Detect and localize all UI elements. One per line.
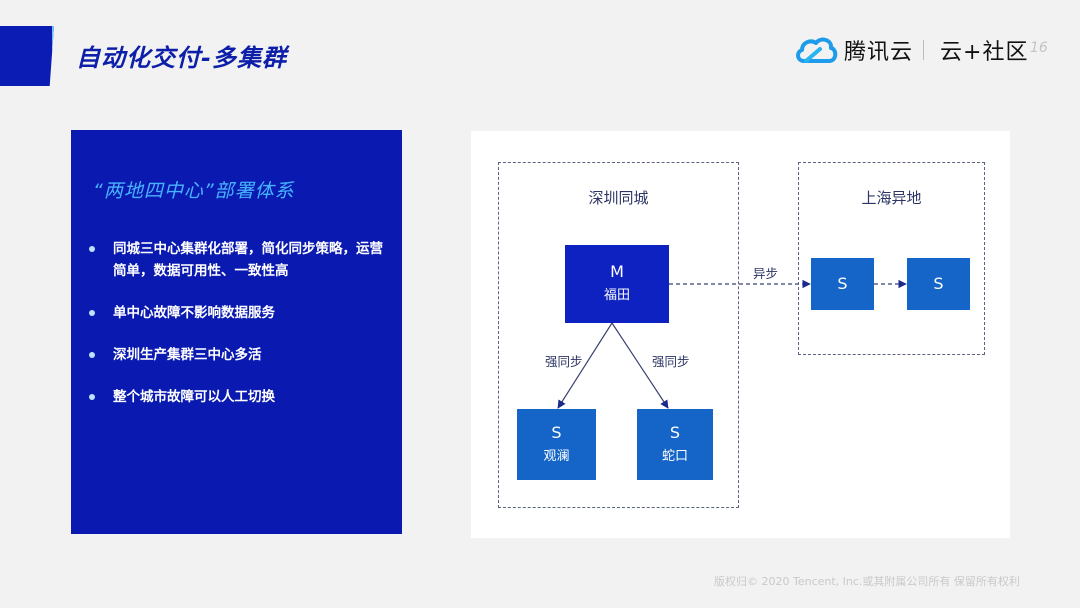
edge-m-to-shekou	[611, 322, 669, 409]
zone-shanghai: 上海异地	[798, 162, 985, 355]
copyright-footer: 版权归© 2020 Tencent, Inc.或其附属公司所有 保留所有权利	[714, 575, 1020, 588]
bullet-dot-icon	[89, 352, 95, 358]
node-role: S	[669, 422, 681, 442]
cluster-diagram: 深圳同城 上海异地 M 福田 S 观澜 S 蛇口 S S 强同步 强同步 异步	[471, 131, 1010, 538]
node-slave-shanghai-1: S	[811, 258, 874, 310]
bullet-text: 整个城市故障可以人工切换	[113, 389, 275, 405]
logo-brand-text: 腾讯云	[844, 40, 914, 65]
node-role: M	[610, 262, 624, 281]
summary-panel: “两地四中心”部署体系 同城三中心集群化部署，简化同步策略，运营简单，数据可用性…	[71, 130, 402, 534]
zone-title: 深圳同城	[588, 189, 649, 207]
bullet-text: 深圳生产集群三中心多活	[113, 347, 262, 363]
page-number: 16	[1030, 40, 1048, 56]
summary-heading: “两地四中心”部署体系	[93, 180, 295, 202]
logo-separator	[923, 40, 925, 60]
node-location: 观澜	[543, 448, 570, 464]
page-title: 自动化交付-多集群	[76, 44, 287, 72]
tencent-cloud-logo: 腾讯云 云+社区	[794, 32, 1028, 68]
node-role: S	[933, 274, 944, 293]
edge-m-to-guanlan	[557, 322, 613, 409]
node-slave-guanlan: S 观澜	[517, 409, 596, 480]
bullet-text: 同城三中心集群化部署，简化同步策略，运营简单，数据可用性、一致性高	[113, 241, 383, 279]
bullet-dot-icon	[89, 310, 95, 316]
edge-label-strong-sync-right: 强同步	[652, 354, 690, 369]
edge-label-strong-sync-left: 强同步	[545, 354, 583, 369]
node-slave-shanghai-2: S	[907, 258, 970, 310]
cloud-icon	[796, 37, 838, 63]
bullet-dot-icon	[89, 394, 95, 400]
summary-bullet-list: 同城三中心集群化部署，简化同步策略，运营简单，数据可用性、一致性高 单中心故障不…	[85, 238, 395, 428]
zone-shenzhen: 深圳同城	[498, 162, 739, 508]
bullet-item: 深圳生产集群三中心多活	[85, 344, 395, 366]
node-role: S	[837, 274, 848, 293]
node-role: S	[551, 422, 562, 442]
header-accent-bar	[0, 26, 54, 86]
diagram-edges	[557, 279, 907, 409]
bullet-item: 整个城市故障可以人工切换	[85, 386, 395, 408]
node-location: 福田	[603, 288, 630, 303]
logo-community-text: 云+社区	[940, 40, 1029, 65]
bullet-text: 单中心故障不影响数据服务	[113, 305, 275, 321]
bullet-item: 单中心故障不影响数据服务	[85, 302, 395, 324]
node-location: 蛇口	[661, 448, 688, 464]
zone-title: 上海异地	[861, 189, 922, 207]
bullet-dot-icon	[89, 246, 95, 252]
bullet-item: 同城三中心集群化部署，简化同步策略，运营简单，数据可用性、一致性高	[85, 238, 395, 282]
node-master-futian: M 福田	[565, 245, 669, 323]
node-slave-shekou: S 蛇口	[637, 409, 713, 480]
edge-label-async: 异步	[753, 266, 779, 281]
